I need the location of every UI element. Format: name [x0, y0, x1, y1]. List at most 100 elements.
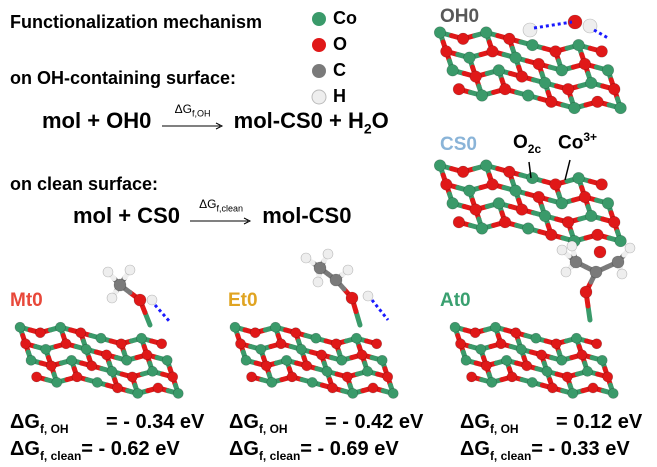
atom [106, 365, 118, 377]
atom [327, 382, 338, 394]
cs0-label: CS0 [440, 134, 477, 155]
atom [452, 216, 465, 229]
mt0-structure [14, 264, 184, 399]
atom [480, 26, 493, 39]
atom [616, 268, 628, 280]
atom [572, 39, 585, 52]
clean-equation: mol + CS0 ΔGf,clean mol-CS0 [73, 197, 352, 229]
atom [549, 178, 562, 191]
atom [549, 45, 562, 58]
arrow-icon [190, 217, 252, 225]
atom [466, 371, 477, 383]
atom [595, 178, 608, 191]
atom [475, 343, 487, 355]
atom [614, 235, 627, 248]
atom [367, 382, 379, 394]
atom [463, 51, 476, 64]
atom [51, 377, 63, 388]
atom [547, 382, 558, 394]
at0-structure [449, 240, 636, 399]
atom [301, 360, 313, 372]
atom [530, 332, 542, 344]
atom [14, 321, 26, 333]
atom [526, 377, 538, 388]
atom [112, 382, 123, 394]
co-atom-icon [312, 12, 326, 27]
atom [582, 18, 598, 34]
atom [506, 371, 518, 383]
atom [146, 294, 158, 306]
et0-energy-clean: ΔGf, clean= - 0.69 eV [229, 438, 399, 463]
atom [569, 255, 583, 269]
atom [440, 45, 453, 58]
o-atom-icon [312, 38, 326, 53]
oh-eq-rhs: mol-CS0 + H [233, 108, 364, 133]
legend-item-h: H [310, 86, 346, 107]
atom [585, 76, 598, 89]
atom [608, 83, 621, 96]
atom [246, 371, 257, 383]
atom [351, 332, 362, 344]
atom [300, 252, 312, 264]
clean-eq-rhs: mol-CS0 [262, 203, 352, 228]
atom [156, 338, 168, 350]
atom [91, 377, 103, 388]
atom [591, 338, 603, 350]
atom [121, 354, 133, 366]
hydrogen-bond [533, 20, 573, 30]
atom [71, 371, 83, 383]
atom [486, 178, 499, 191]
mt0-energy-clean: ΔGf, clean= - 0.62 eV [10, 438, 180, 463]
atom [480, 159, 493, 172]
h-atom-icon [311, 89, 327, 105]
legend-item-co: Co [310, 8, 357, 29]
atom [555, 64, 568, 77]
arrow-delta: ΔG [174, 102, 192, 117]
hydrogen-bond [153, 304, 172, 323]
atom [113, 278, 127, 292]
atom [526, 172, 539, 185]
o2c-label: O2c [513, 132, 542, 156]
arrow-icon [161, 122, 223, 130]
atom [440, 178, 453, 191]
atom [492, 64, 505, 77]
atom [66, 354, 77, 366]
atom [538, 76, 552, 89]
atom [463, 184, 476, 197]
atom [455, 338, 466, 350]
atom [356, 349, 368, 361]
atom [515, 70, 528, 83]
oh-section-label: on OH-containing surface: [10, 68, 237, 88]
atom [20, 338, 31, 350]
atom [566, 240, 578, 252]
atom [509, 51, 522, 64]
atom [509, 184, 522, 197]
at0-label: At0 [440, 290, 471, 311]
atom [95, 332, 107, 344]
atom [515, 203, 528, 216]
atom [532, 190, 545, 204]
atom [562, 83, 575, 96]
c-atom-icon [312, 64, 326, 79]
atom [341, 371, 353, 383]
co3-label: Co3+ [558, 130, 598, 154]
atom [34, 327, 46, 339]
arrow-sub: f,clean [216, 203, 244, 214]
atom [161, 354, 173, 366]
atom [330, 338, 342, 350]
atom [460, 354, 472, 366]
atom [499, 216, 512, 229]
atom [601, 197, 615, 210]
atom [532, 57, 545, 71]
atom [522, 22, 538, 38]
atom [578, 190, 591, 204]
atom [510, 327, 522, 339]
atom [475, 222, 489, 235]
atom [593, 245, 607, 259]
atom [316, 349, 327, 361]
atom [503, 32, 516, 45]
atom [449, 321, 461, 333]
atom [486, 377, 498, 388]
atom [587, 382, 599, 394]
atom [602, 371, 614, 383]
